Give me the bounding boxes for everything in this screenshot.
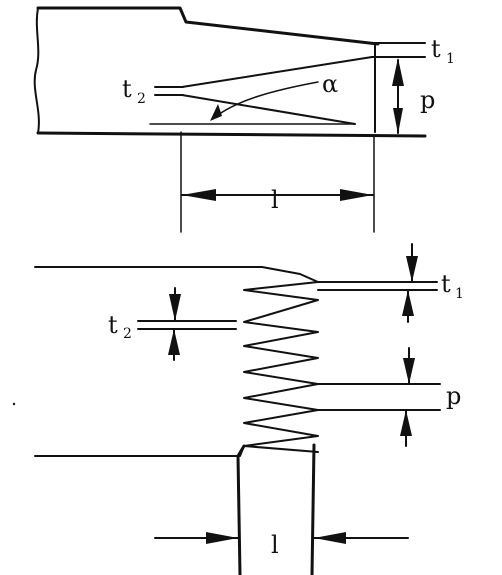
bottom-p-arrow-down [403, 358, 415, 384]
top-alpha-arrow [210, 104, 222, 121]
top-l-arrow-left [182, 189, 216, 201]
bottom-l-arrow-left [206, 532, 238, 544]
bottom-t1-subscript: 1 [455, 286, 464, 302]
bottom-top-line [34, 266, 319, 283]
bottom-t2-subscript: 2 [123, 326, 132, 342]
top-lower-flank [181, 94, 356, 125]
top-l-label: l [271, 186, 279, 214]
bottom-t2-arrow-up [168, 329, 180, 355]
top-t2-label: t [122, 75, 132, 103]
bottom-t2-arrow-down [169, 294, 181, 321]
bottom-shank-outline [236, 444, 246, 575]
bottom-t1-arrow-up [402, 290, 414, 316]
bottom-p-label: p [446, 382, 461, 410]
top-p-label: p [420, 86, 435, 114]
bottom-lower-line [34, 445, 245, 457]
bottom-shank-right [310, 443, 316, 575]
top-figure: t 1 t 2 α p l [33, 6, 455, 233]
top-p-arrow-up [392, 58, 404, 86]
bottom-t2-label: t [108, 311, 118, 339]
bottom-l-label: l [271, 531, 279, 559]
bottom-t1-arrow-down [406, 256, 418, 282]
top-t2-subscript: 2 [137, 91, 146, 107]
top-break-edge [33, 7, 40, 134]
bottom-p-arrow-up [400, 410, 412, 436]
bottom-l-arrow-right [314, 532, 346, 544]
bottom-figure: t 1 t 2 p l [12, 243, 464, 575]
bottom-t1-label: t [441, 270, 451, 298]
top-alpha-label: α [322, 70, 338, 98]
top-base-line [36, 131, 427, 138]
top-t1-label: t [431, 35, 441, 63]
top-p-arrow-down [393, 108, 403, 134]
bottom-zigzag-edge [243, 281, 319, 453]
top-alpha-leader [213, 81, 319, 119]
top-upper-flank [181, 56, 373, 88]
bottom-speck [12, 402, 16, 406]
top-t1-subscript: 1 [446, 51, 455, 67]
top-l-arrow-right [340, 189, 373, 201]
top-body-outline [36, 6, 380, 46]
